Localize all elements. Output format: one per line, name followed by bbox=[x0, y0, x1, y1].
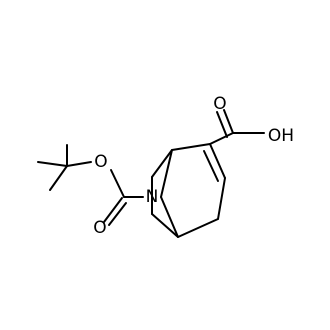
bond-tbu-methyl-left bbox=[37, 161, 68, 167]
bridge-nitrogen-label: N bbox=[146, 187, 159, 207]
bond-ring-c4-c5 bbox=[177, 218, 219, 238]
bond-tbu-oxygen bbox=[66, 161, 92, 167]
bond-acid-carbonyl-double-a bbox=[223, 109, 234, 134]
ester-oxygen-label: O bbox=[94, 152, 107, 172]
bond-ring-c3-c4 bbox=[217, 177, 226, 220]
acid-carbonyl-oxygen-label: O bbox=[213, 94, 226, 114]
bond-bridge-lower bbox=[151, 213, 179, 238]
bond-n-bridgehead-bottom bbox=[160, 196, 179, 238]
bond-bridge-upper bbox=[151, 149, 173, 178]
bond-ring-bridgehead-c2 bbox=[171, 143, 211, 151]
acid-hydroxyl-label: OH bbox=[268, 126, 294, 146]
bond-c2-acid-carbon bbox=[209, 132, 234, 145]
bond-tbu-methyl-bottom bbox=[49, 165, 68, 191]
bond-ring-c2-c3-double-a bbox=[209, 143, 226, 179]
boc-carbonyl-oxygen-label: O bbox=[93, 218, 106, 238]
bond-ring-c2-c3-double-b bbox=[203, 150, 219, 182]
bond-acid-carbonyl-double-b bbox=[216, 111, 228, 138]
bond-n-bridgehead-top bbox=[160, 149, 173, 198]
bond-boc-carbonyl-double-a bbox=[103, 197, 123, 223]
bond-boc-carbonyl-double-b bbox=[108, 202, 127, 226]
bond-ester-o-carbonyl-c bbox=[110, 169, 125, 198]
